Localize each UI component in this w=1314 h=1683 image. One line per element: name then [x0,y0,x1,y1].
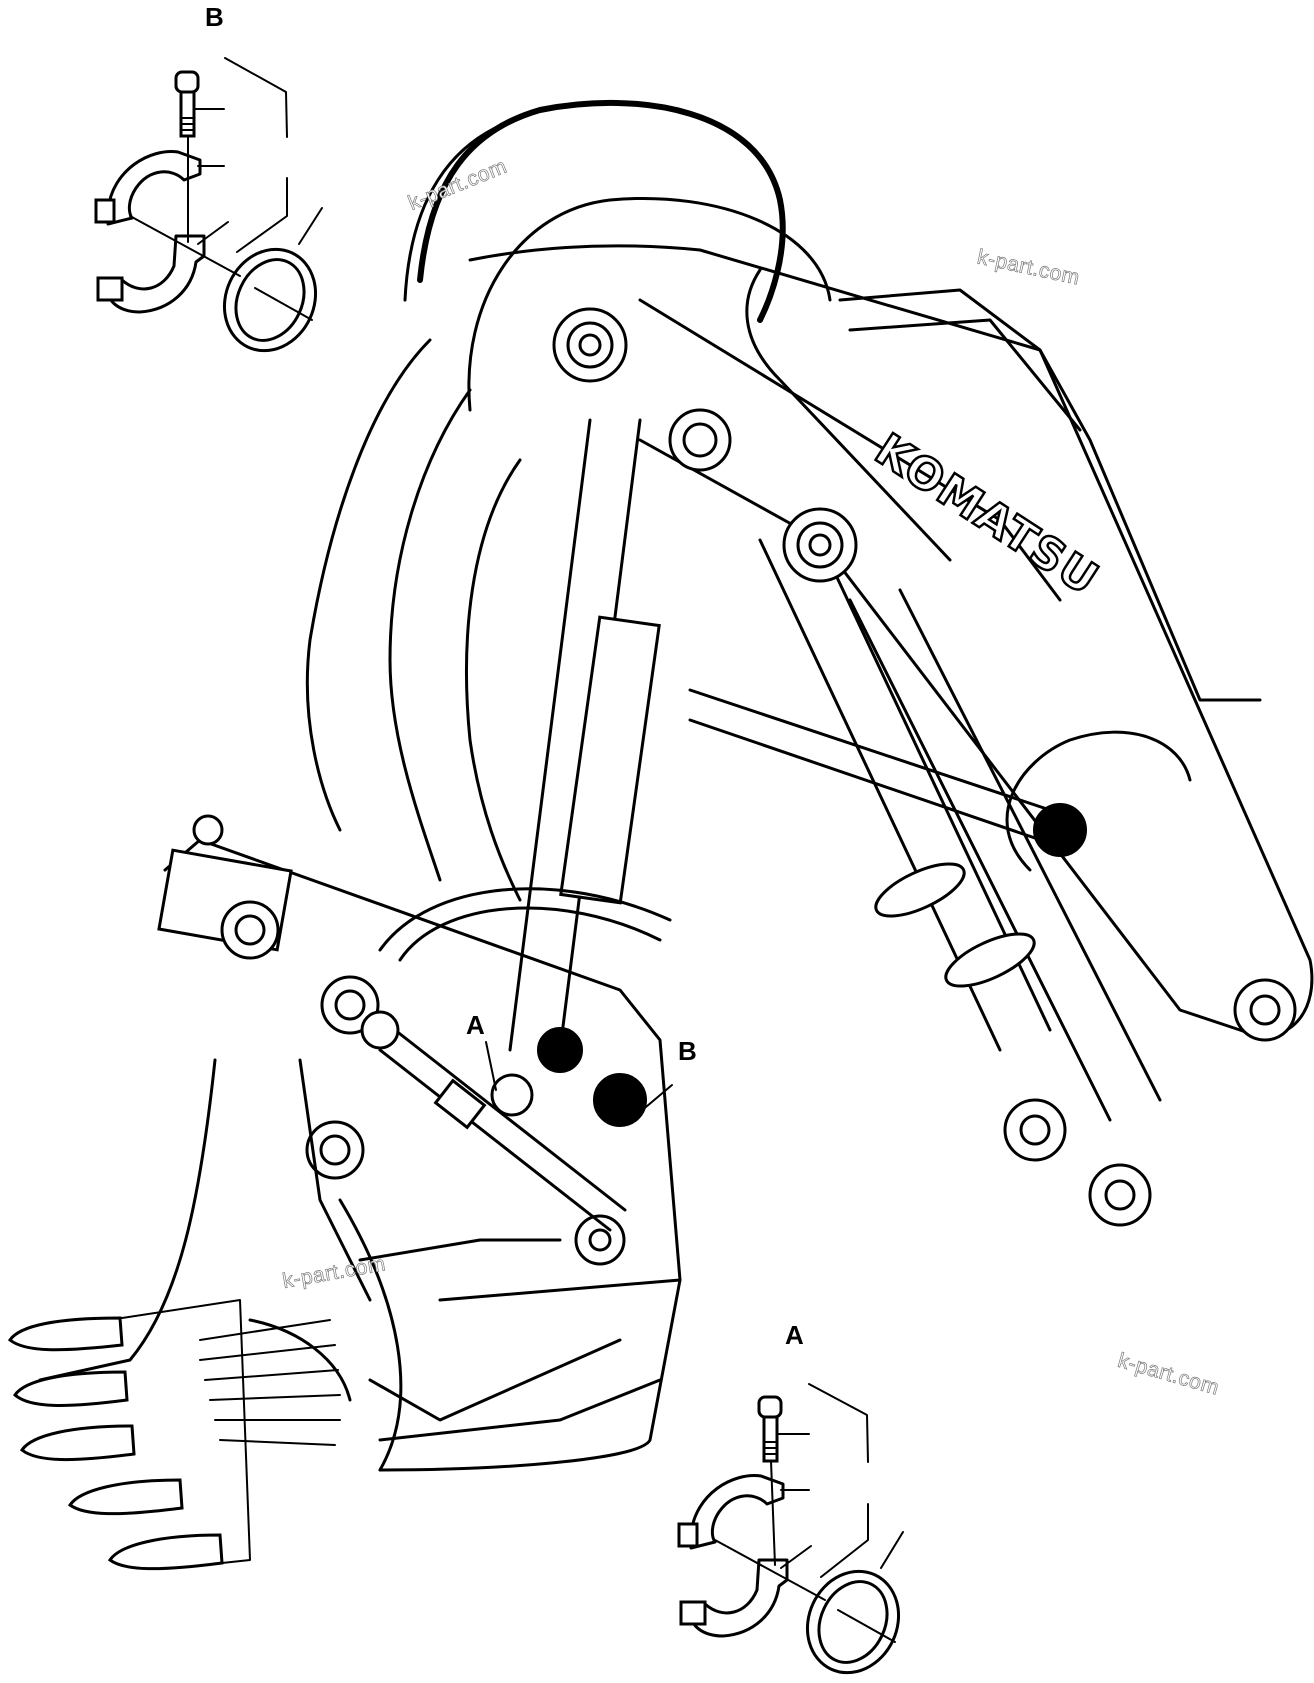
pin-icon [552,307,1297,1042]
clamp-lower-icon [96,221,229,314]
clamp-lower-icon [679,1545,812,1638]
detail-b-exploded-view [94,57,323,353]
detail-a-title: A [785,1320,804,1350]
bucket-assembly [7,814,682,1571]
bucket-teeth-icon [7,1299,251,1571]
detail-b-title: B [205,2,224,32]
leader-line-a [485,1041,497,1091]
leader-line-b [639,1084,673,1113]
o-ring-icon [222,247,318,353]
callout-a-pointer-label: A [466,1010,485,1040]
bolt-icon [757,1395,810,1463]
callout-b-pointer-label: B [678,1036,697,1066]
detail-a-exploded-view [677,1383,904,1675]
clamp-upper-icon [677,1474,810,1550]
o-ring-icon [805,1569,901,1675]
arm-assembly [305,99,1314,1227]
rod-eye-icon [1003,1098,1152,1227]
clamp-upper-icon [94,150,225,226]
bolt-icon [174,70,225,138]
